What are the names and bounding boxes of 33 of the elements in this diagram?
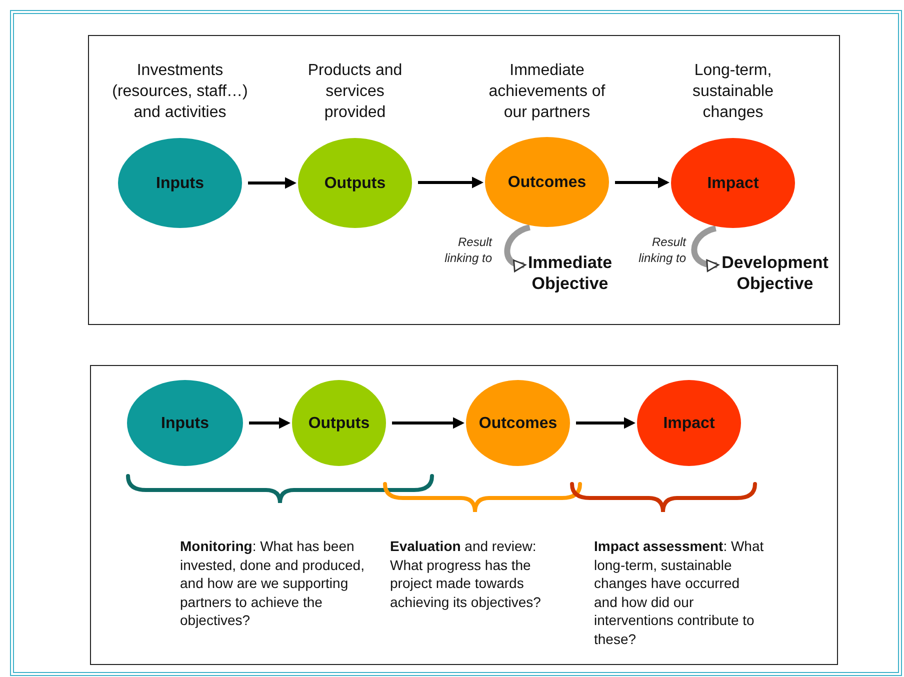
node-label: Outcomes [508,172,586,192]
description-text: Impact assessment: What long-term, sustainable changes have occurred and how did our interventions contribute to these? [594,537,764,648]
node-label: Impact [707,174,759,194]
ellipse-node [485,137,609,227]
arrow [249,418,290,428]
stage-description: Investments (resources, staff…) and activities [111,61,249,123]
ellipse-node [298,138,412,228]
node-label: Impact [663,414,715,434]
description-text: Evaluation and review: What progress has the project made towards achieving its objectives? [390,537,542,611]
ellipse-node [127,380,243,466]
curved-arrow [504,224,531,271]
node-label: Outputs [324,174,386,194]
stage-description: Immediate achievements of our partners [488,61,606,123]
arrow [576,418,635,428]
arrow [392,418,464,428]
node-label: Outcomes [478,414,558,434]
stage-description: Products and services provided [306,61,404,123]
ellipse-node [118,138,242,228]
node-label: Outputs [308,414,370,434]
curved-arrow [691,225,720,272]
ellipse-node [637,380,741,466]
arrow [418,177,483,188]
objective-text: Development Objective [720,252,830,294]
objective-text: Immediate Objective [526,252,614,294]
ellipse-node [466,380,570,466]
arrow [615,177,669,188]
ellipse-node [292,380,386,466]
node-label: Inputs [161,414,209,434]
arrow [248,178,296,188]
stage-description: Long-term, sustainable changes [692,61,774,123]
ellipse-node [671,138,795,228]
description-text: Monitoring: What has been invested, done and produced, and how are we supporting partners to achieve the objectives? [180,537,366,630]
node-label: Inputs [156,174,204,194]
